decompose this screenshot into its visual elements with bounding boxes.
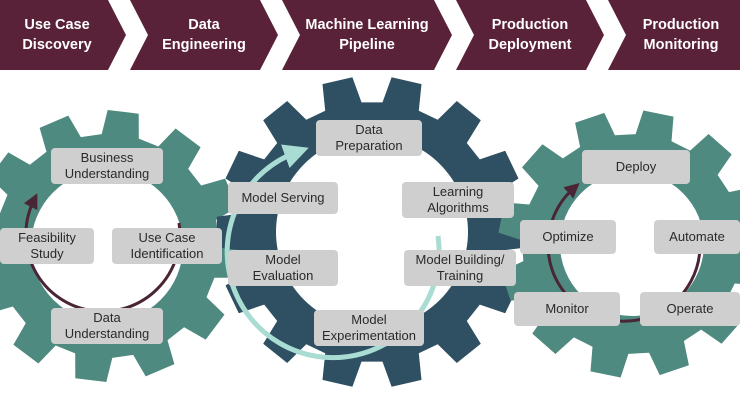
stage-use-case-discovery: Use Case Discovery [0, 0, 126, 70]
gears-diagram: Business Understanding Use Case Identifi… [0, 70, 740, 414]
step-model-evaluation: Model Evaluation [228, 250, 338, 286]
stage-machine-learning-pipeline: Machine Learning Pipeline [282, 0, 452, 70]
step-monitor: Monitor [514, 292, 620, 326]
stage-label: Production Deployment [488, 17, 572, 53]
step-model-experimentation: Model Experimentation [314, 310, 424, 346]
step-operate: Operate [640, 292, 740, 326]
stage-label: Data Engineering [162, 17, 246, 53]
step-automate: Automate [654, 220, 740, 254]
stage-label: Machine Learning Pipeline [305, 17, 429, 53]
stage-label: Production Monitoring [642, 17, 720, 53]
step-optimize: Optimize [520, 220, 616, 254]
stage-label: Use Case Discovery [22, 17, 92, 53]
process-chevron-bar: Use Case Discovery Data Engineering Mach… [0, 0, 740, 70]
step-data-understanding: Data Understanding [51, 308, 163, 344]
step-use-case-identification: Use Case Identification [112, 228, 222, 264]
step-business-understanding: Business Understanding [51, 148, 163, 184]
step-feasibility-study: Feasibility Study [0, 228, 94, 264]
step-data-preparation: Data Preparation [316, 120, 422, 156]
stage-data-engineering: Data Engineering [130, 0, 278, 70]
stage-production-deployment: Production Deployment [456, 0, 604, 70]
step-model-building-training: Model Building/ Training [404, 250, 516, 286]
step-learning-algorithms: Learning Algorithms [402, 182, 514, 218]
step-deploy: Deploy [582, 150, 690, 184]
stage-production-monitoring: Production Monitoring [608, 0, 740, 70]
step-model-serving: Model Serving [228, 182, 338, 214]
